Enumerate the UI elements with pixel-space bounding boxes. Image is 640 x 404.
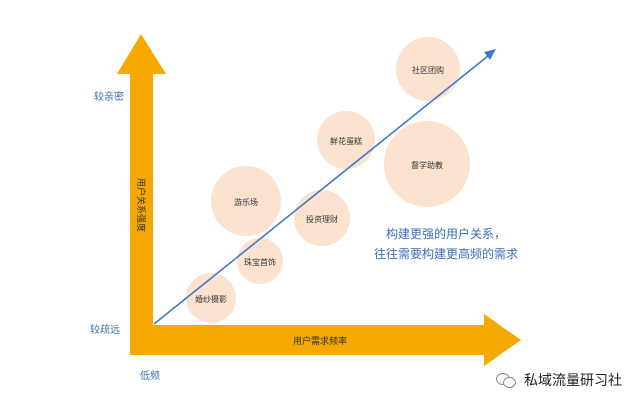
watermark-text: 私域流量研习社 (524, 373, 622, 389)
bubble-label: 投资理财 (306, 214, 338, 224)
trend-arrowhead (484, 49, 496, 60)
bubble-flower: 鲜花蛋糕 (317, 111, 375, 169)
y-high-label: 较亲密 (94, 92, 124, 103)
x-low-label: 低频 (140, 371, 160, 382)
bubble-label: 珠宝首饰 (244, 257, 276, 267)
diagram-note: 构建更强的用户关系， 往往需要构建更高频的需求 (346, 224, 546, 264)
bubble-community: 社区团购 (396, 37, 460, 101)
bubble-park: 游乐场 (211, 166, 281, 236)
bubble-label: 婚纱摄影 (195, 294, 227, 304)
bubble-label: 社区团购 (412, 65, 444, 75)
watermark: 私域流量研习社 (496, 370, 622, 390)
bubble-jewelry: 珠宝首饰 (237, 238, 283, 284)
note-line-1: 构建更强的用户关系， (385, 227, 506, 241)
bubble-label: 督学助教 (411, 160, 443, 170)
x-axis-label: 用户需求频率 (293, 335, 347, 347)
bubble-finance: 投资理财 (294, 190, 350, 246)
bubble-label: 鲜花蛋糕 (330, 136, 362, 146)
x-axis-arrow (130, 314, 521, 366)
note-line-2: 往往需要构建更高频的需求 (373, 247, 518, 261)
bubble-wedding: 婚纱摄影 (186, 273, 236, 323)
trend-line (153, 55, 489, 325)
bubble-education: 督学助教 (384, 121, 470, 207)
y-axis-arrow (117, 34, 166, 347)
y-low-label: 较疏远 (90, 325, 120, 336)
wechat-icon (496, 372, 518, 388)
y-axis-label: 用户关系强度 (135, 178, 147, 232)
bubble-label: 游乐场 (234, 197, 258, 207)
